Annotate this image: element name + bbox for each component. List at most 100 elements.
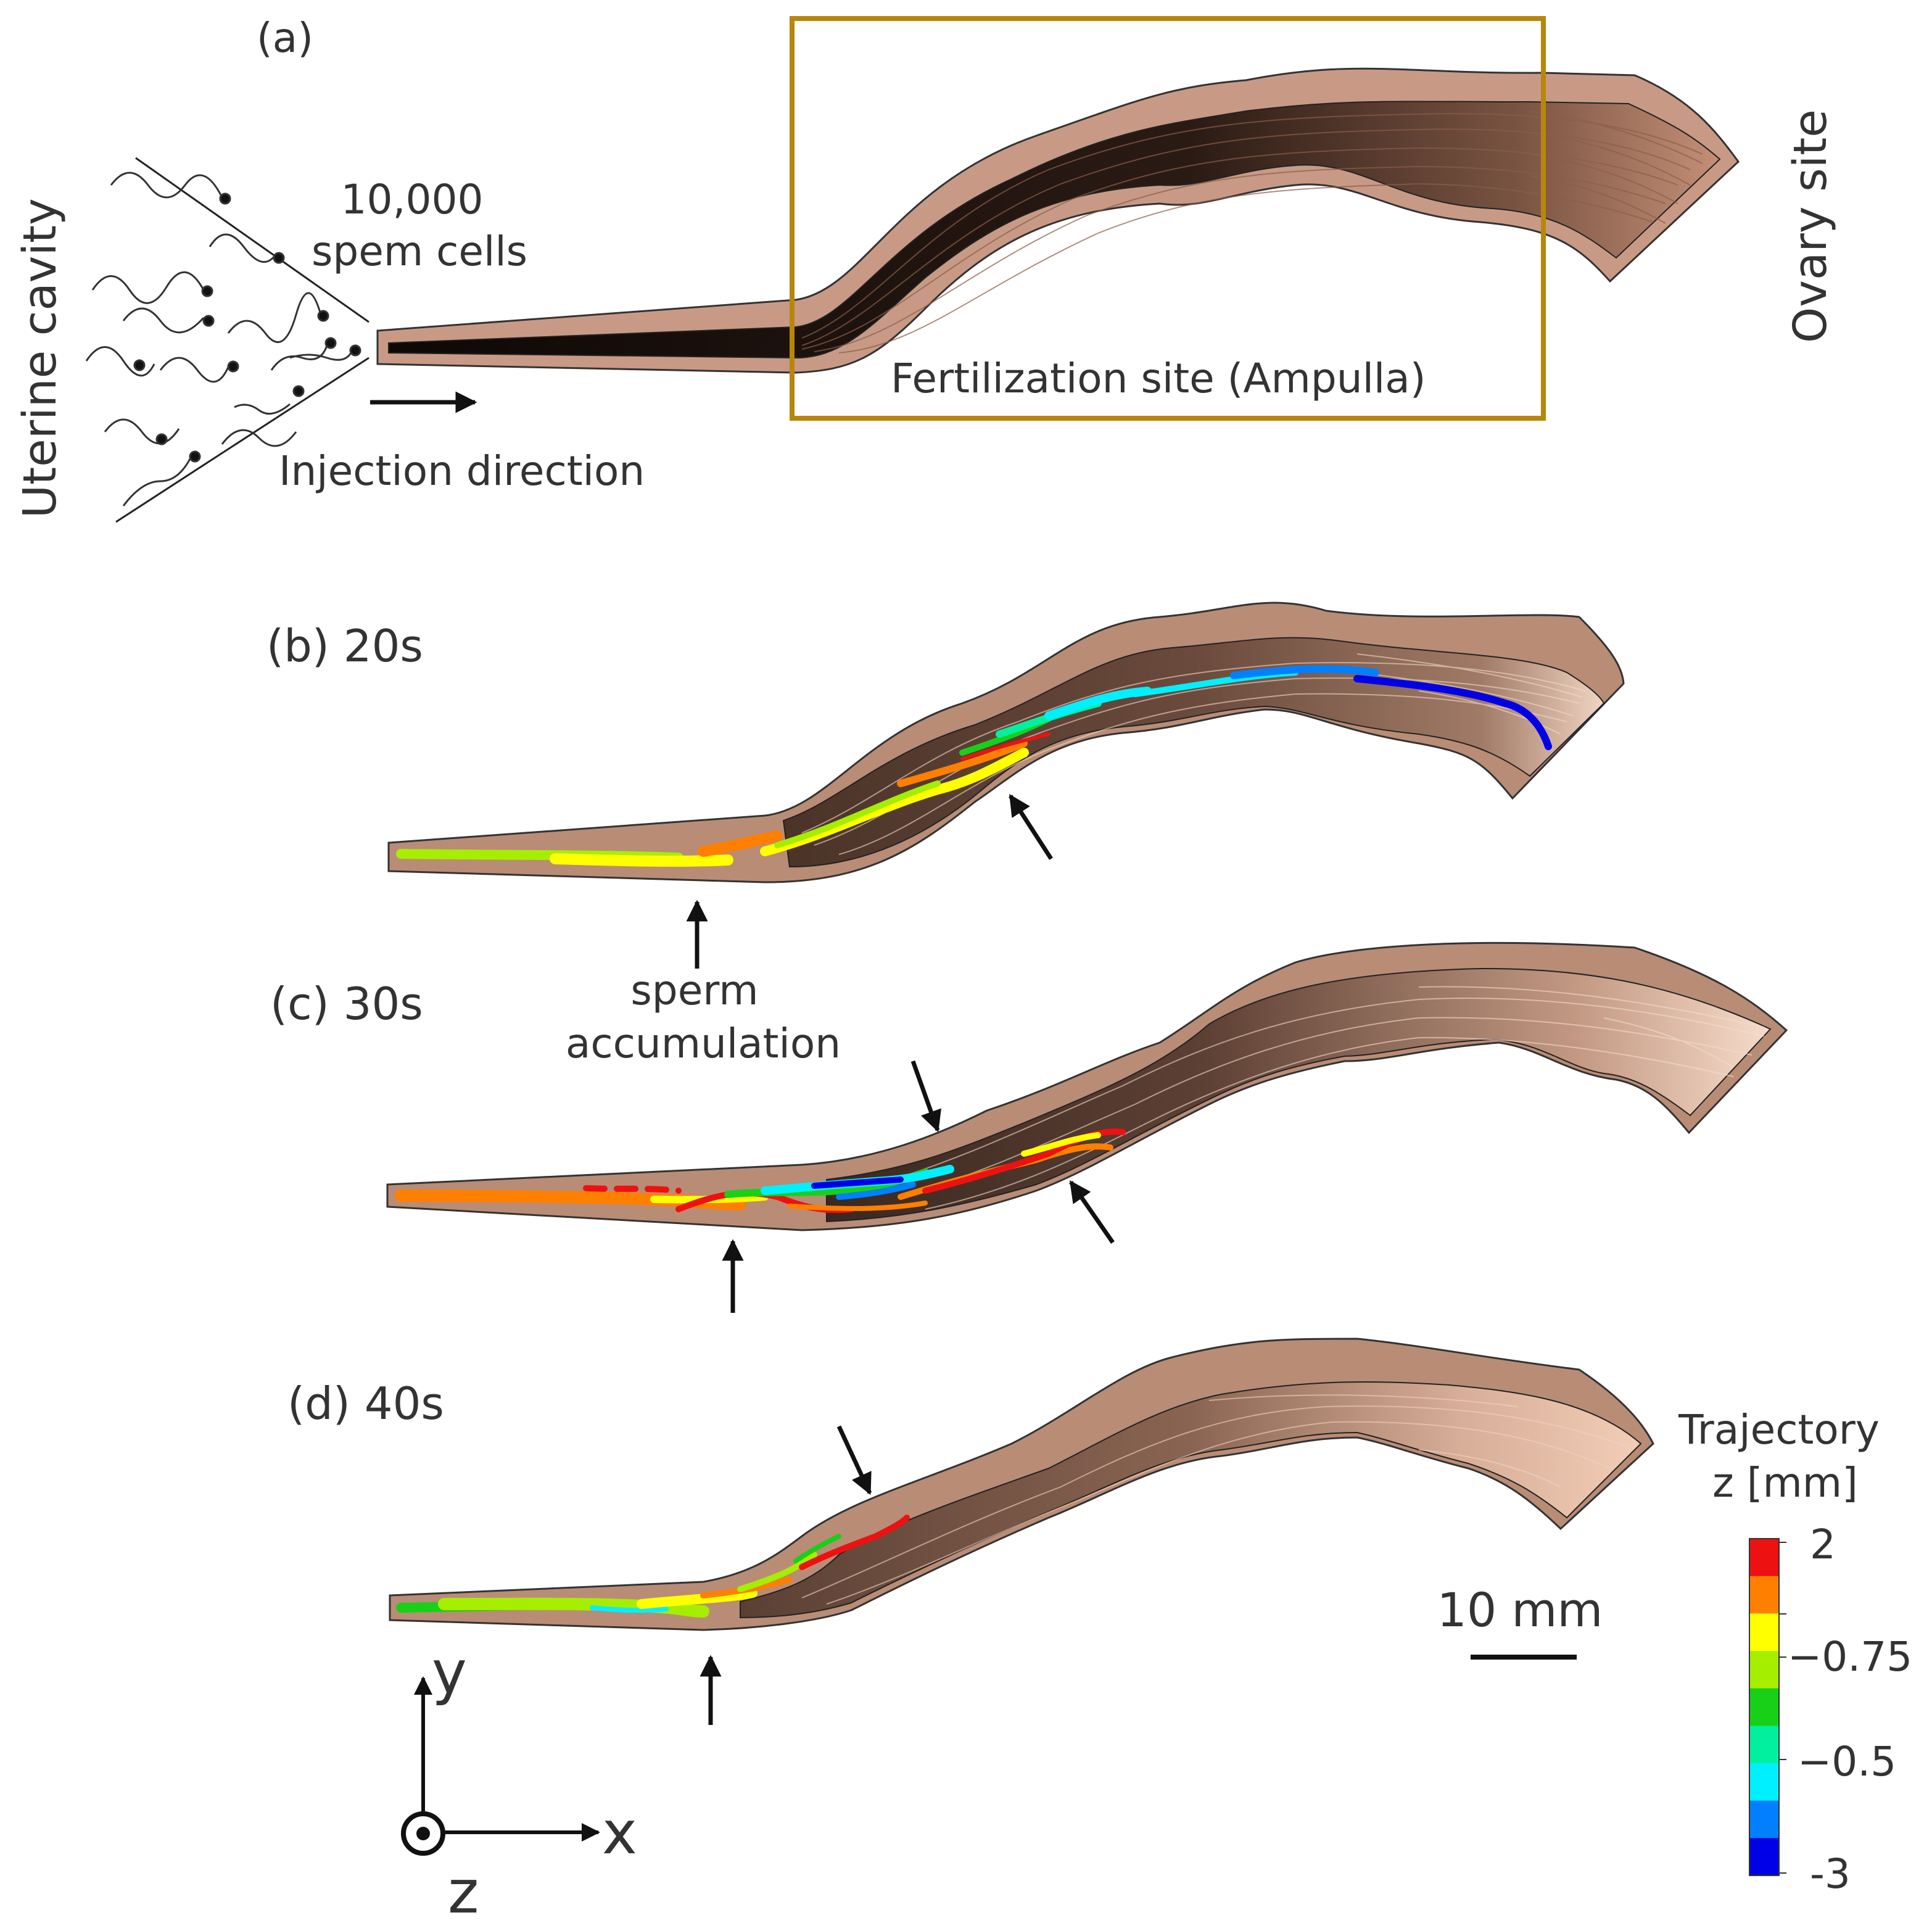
oviduct-lumen [782,637,1605,868]
colorbar-frame [1749,1538,1780,1876]
trajectory [590,1605,669,1613]
panel-b-label: (b) 20s [266,620,423,672]
fertilization-site-label: Fertilization site (Ampulla) [891,355,1426,402]
sperm-cell [122,307,205,334]
accumulation-arrow [910,1060,941,1133]
funnel-lower-line [115,357,369,523]
trajectory [897,740,1028,787]
colorbar-ticks [1779,1542,1786,1874]
fertilization-site-box [790,16,1546,421]
sperm-head [292,385,305,397]
oviduct-lumen [388,101,1721,359]
colorbar-swatch [1749,1539,1779,1577]
sperm-head [219,192,231,205]
sperm-head [189,450,201,463]
sperm-cell [289,351,353,361]
sperm-accumulation-label-line1: sperm [630,967,758,1014]
y-axis-label: y [432,1638,467,1707]
sperm-cell [122,456,192,507]
colorbar-swatch [1749,1800,1779,1838]
colorbar-tick-label: -3 [1810,1850,1851,1898]
trajectory [793,1534,841,1563]
sperm-cell [270,345,328,371]
trajectory [1353,675,1552,750]
z-axis-dot [416,1827,430,1840]
sperm-cell [91,271,205,304]
colorbar: Trajectory z [mm] 2 −0.75 −0.5 -3 [1678,1406,1912,1898]
sperm-head [133,359,146,371]
sperm-count-line1: 10,000 [341,176,484,223]
colorbar-swatch [1749,1763,1779,1801]
trajectory [787,1201,928,1211]
trajectory [811,1177,904,1189]
colorbar-swatch [1749,1613,1779,1652]
z-axis-label: z [448,1858,479,1923]
trajectory [700,1576,793,1598]
injection-direction-label: Injection direction [279,447,645,495]
lumen-folds [801,1394,1629,1605]
panel-c-label: (c) 30s [270,978,423,1030]
colorbar-swatches [1749,1539,1779,1876]
colorbar-swatch [1749,1651,1779,1689]
colorbar-swatch [1749,1726,1779,1764]
lumen-folds [801,110,1703,354]
x-axis-label: x [602,1798,637,1867]
trajectory-group [396,665,1552,867]
panel-a-label: (a) [257,14,313,62]
trajectory [836,1181,916,1200]
sperm-cell [234,403,291,415]
trajectory [799,1515,910,1570]
scale-bar-label: 10 mm [1437,1582,1603,1637]
sperm-cell [104,418,180,445]
oviduct-lumen [826,967,1772,1223]
ovary-site-label: Ovary site [1784,109,1837,343]
sperm-head [349,344,361,357]
colorbar-tick-label: −0.5 [1798,1738,1896,1785]
sperm-head [202,315,215,327]
colorbar-swatch [1749,1576,1779,1614]
scale-bar: 10 mm [1437,1582,1603,1660]
trajectory [438,1597,709,1618]
sperm-head [273,252,285,264]
sperm-head [324,337,337,349]
accumulation-arrow [1009,794,1053,860]
trajectory [774,780,941,848]
sperm-head [155,433,168,445]
accumulation-arrow [1069,1180,1115,1244]
sperm-count-line2: spem cells [312,228,527,275]
panel-d: (d) 40s [287,1338,1654,1725]
trajectory [698,830,783,857]
panel-c: (c) 30s [270,941,1788,1313]
trajectory [1230,665,1379,679]
sperm-cell [110,172,223,199]
sperm-accumulation-label-line2: accumulation [566,1020,841,1067]
sperm-head [201,285,213,297]
coordinate-axes: y x z [401,1638,637,1923]
trajectory [550,853,733,867]
colorbar-title-line1: Trajectory [1678,1406,1880,1454]
sperm-cell [227,292,322,344]
sperm-cell [159,357,229,383]
funnel-upper-line [135,157,369,323]
sperm-cell [85,346,155,377]
sperm-cells-illustration [85,172,361,507]
trajectory-group [396,1515,910,1618]
sperm-cell [221,429,297,447]
accumulation-arrow [836,1425,872,1495]
colorbar-swatch [1749,1838,1779,1876]
colorbar-tick-label: 2 [1810,1521,1836,1568]
sperm-head [317,310,329,322]
trajectory [583,1185,682,1194]
panel-a: (a) Uterine cavity [14,14,1837,523]
trajectory-group [395,1128,1126,1214]
trajectory [1021,1132,1101,1157]
colorbar-swatch [1749,1688,1779,1726]
panel-d-label: (d) 40s [287,1378,444,1429]
colorbar-title-line2: z [mm] [1712,1459,1858,1507]
sperm-head [227,360,239,373]
trajectory [637,1588,758,1609]
panel-b: (b) 20s sperm [266,602,1625,1067]
trajectory [960,732,1051,761]
trajectory [737,1552,817,1592]
